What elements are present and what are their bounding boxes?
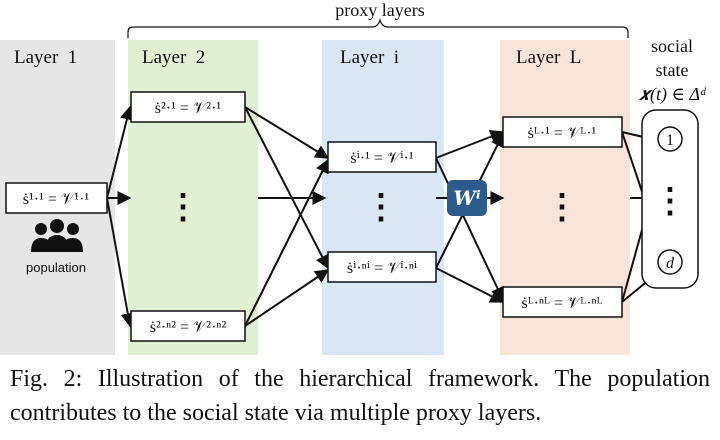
- state-node-d: [657, 249, 683, 275]
- layer-i-background: [322, 40, 444, 355]
- weight-matrix-box: [447, 180, 487, 216]
- proxy-layers-bracket: [127, 17, 629, 38]
- layerL-ellipsis: ⋮: [545, 189, 579, 226]
- arrow-l2bot-to-libot: [244, 269, 330, 327]
- node-layerL-bottom-box: [502, 286, 623, 318]
- node-layer2-top-equation: ṡ²·¹ = 𝒱²·¹: [155, 100, 222, 117]
- arrow-l2top-to-litop: [244, 106, 330, 159]
- arrow-l1-to-l2-bottom: [106, 197, 135, 328]
- node-layer1-box: [5, 182, 108, 214]
- social-state-formula: 𝒙(t) ∈ Δᵈ: [638, 84, 706, 105]
- arrow-l2top-to-libot: [244, 106, 329, 270]
- state-ellipsis: ⋮: [653, 183, 687, 220]
- state-node-1: [657, 126, 683, 152]
- population-label: population: [26, 260, 86, 275]
- node-layer2-bottom-box: [130, 310, 246, 342]
- arrow-libot-to-llbot: [435, 267, 505, 303]
- layeri-ellipsis: ⋮: [364, 189, 398, 226]
- node-layer2-top-box: [130, 91, 246, 123]
- arrow-litop-to-llbot: [435, 157, 504, 302]
- layer-2-title: Layer 2: [142, 47, 205, 68]
- node-layerL-top-equation: ṡᴸ·¹ = 𝒱ᴸ·¹: [528, 125, 597, 142]
- node-layeri-bottom-equation: ṡⁱ·ⁿⁱ = 𝒱ⁱ·ⁿⁱ: [347, 260, 417, 277]
- node-layer2-bottom-equation: ṡ²·ⁿ² = 𝒱²·ⁿ²: [150, 319, 227, 336]
- arrow-l2bot-to-litop: [244, 158, 329, 327]
- social-state-container: [641, 109, 699, 289]
- caption-text: Fig. 2: Illustration of the hierarchical…: [10, 366, 710, 426]
- social-state-label-line2: state: [656, 60, 689, 80]
- state-node-d-label: d: [666, 255, 675, 272]
- arrow-l1-to-l2-top: [106, 105, 134, 199]
- node-layerL-top-box: [502, 116, 623, 148]
- node-layer1-equation: ṡ¹·¹ = 𝒱¹·¹: [23, 191, 90, 208]
- state-node-1-label: 1: [666, 132, 674, 149]
- hierarchical-framework-diagram: proxy layers Layer 1 Layer 2 Layer i Lay…: [0, 0, 707, 355]
- weight-matrix-label: 𝑾ⁱ: [453, 188, 480, 210]
- layer-i-title: Layer i: [340, 47, 399, 68]
- node-layeri-bottom-box: [327, 251, 437, 283]
- proxy-layers-label: proxy layers: [335, 0, 424, 20]
- figure-caption: Fig. 2: Illustration of the hierarchical…: [10, 362, 710, 430]
- population-icon: [31, 219, 83, 252]
- node-layeri-top-box: [327, 141, 437, 173]
- layer-L-title: Layer L: [516, 47, 581, 68]
- node-layeri-top-equation: ṡⁱ·¹ = 𝒱ⁱ·¹: [350, 150, 413, 167]
- layer-1-title: Layer 1: [14, 47, 77, 68]
- node-layerL-bottom-equation: ṡᴸ·ⁿᴸ = 𝒱ᴸ·ⁿᴸ: [521, 295, 602, 312]
- layer2-ellipsis: ⋮: [166, 189, 200, 226]
- social-state-label-line1: social: [651, 36, 693, 56]
